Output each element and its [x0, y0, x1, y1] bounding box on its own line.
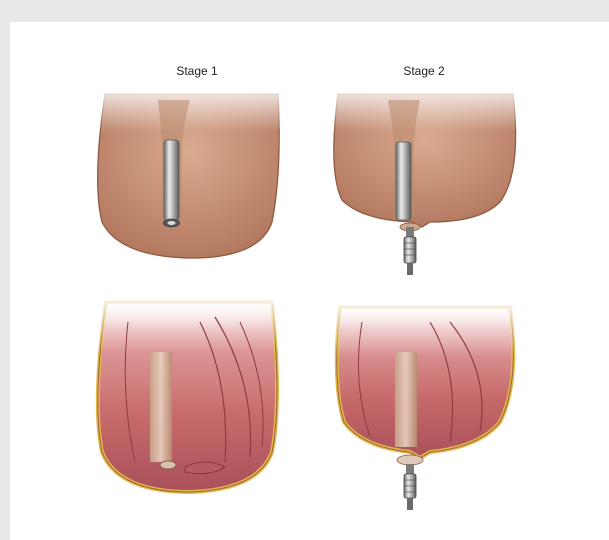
figure-panel: Stage 1 Stage 2 — [10, 22, 609, 540]
stage-2-external-view — [328, 82, 528, 275]
stage-2-internal-view — [328, 297, 528, 510]
stage-1-internal-view — [95, 292, 290, 492]
stage-illustrations — [10, 22, 609, 540]
stage-1-external-view — [95, 82, 290, 258]
